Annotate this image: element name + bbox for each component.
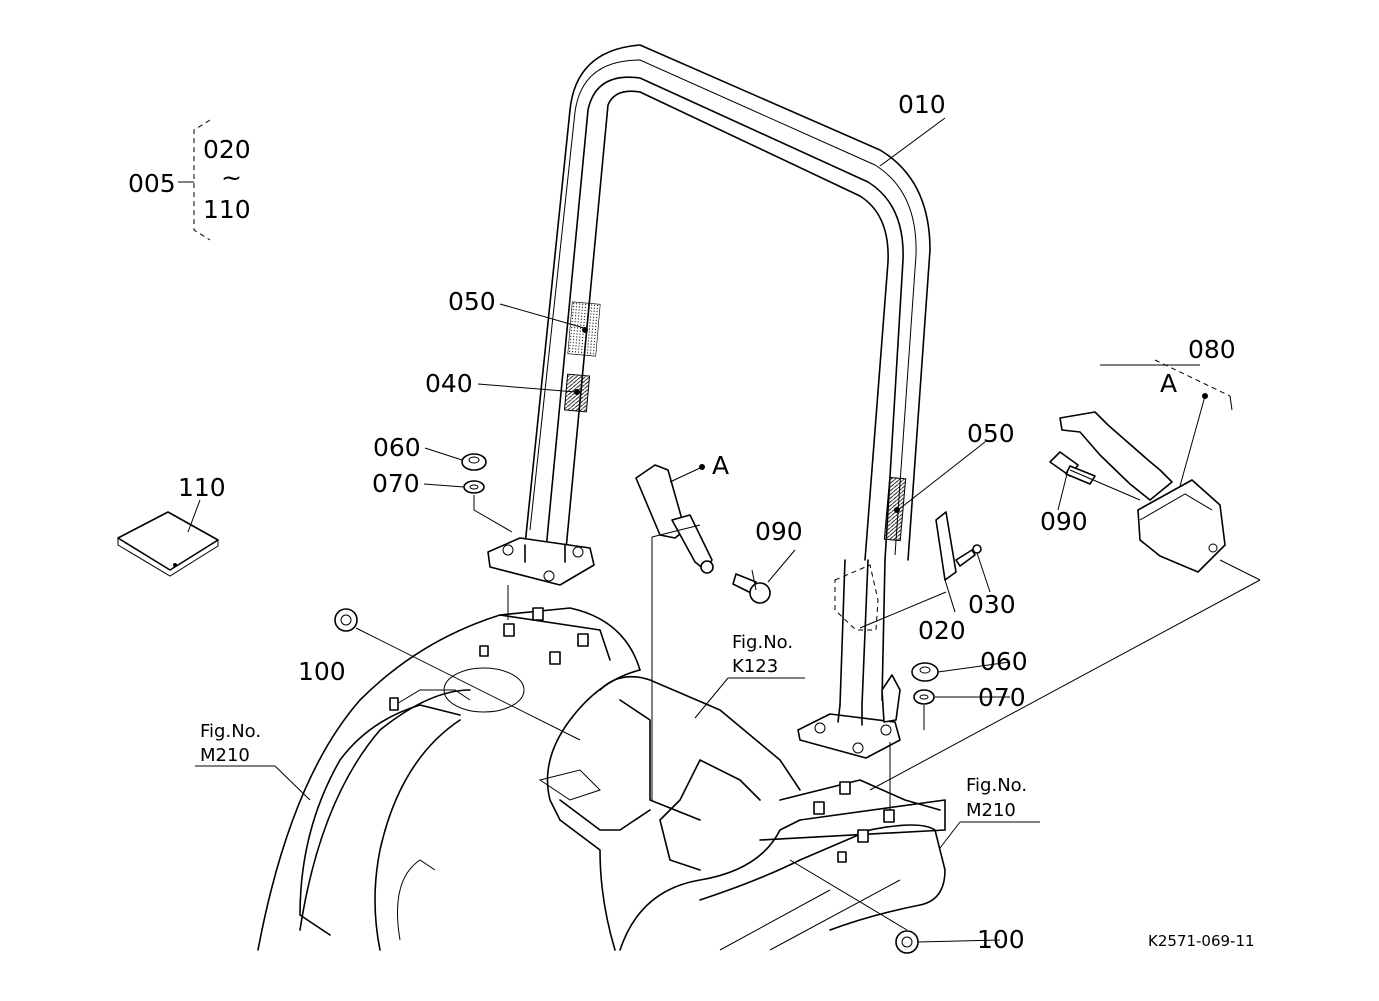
callout-100-left: 100 <box>298 657 346 686</box>
washer-070-right <box>913 689 935 705</box>
callout-070-right: 070 <box>978 683 1026 712</box>
nut-060-left <box>461 453 487 471</box>
callout-050-left: 050 <box>448 287 496 316</box>
callout-080: 080 <box>1188 335 1236 364</box>
leader-lines <box>187 117 1261 943</box>
figure-references: Fig.No. K123 Fig.No. M210 Fig.No. M210 <box>200 632 1027 821</box>
tractor-body-frame <box>257 607 946 951</box>
seat-belt-buckle <box>635 464 714 574</box>
callout-070-left: 070 <box>372 469 420 498</box>
callout-a-left: A <box>712 451 729 480</box>
drawing-code: K2571-069-11 <box>1148 932 1255 950</box>
reference-point-a-left <box>699 464 705 470</box>
callout-110-group: 110 <box>203 195 251 224</box>
plate-020 <box>935 511 957 581</box>
callout-050-right: 050 <box>967 419 1015 448</box>
callout-060-left: 060 <box>373 433 421 462</box>
spacer-100-bottom <box>895 930 919 954</box>
fig-ref-k123-label: Fig.No. <box>732 632 793 653</box>
nut-060-right <box>911 662 939 682</box>
callout-040: 040 <box>425 369 473 398</box>
seat-belt-retractor-080 <box>1059 411 1226 573</box>
fig-ref-m210-left-code: M210 <box>200 745 250 766</box>
callout-labels: 005 020 ~ 110 010 050 040 060 070 110 10… <box>128 90 1236 954</box>
callout-100-bottom: 100 <box>977 925 1025 954</box>
callout-020-group: 020 <box>203 135 251 164</box>
stud-bolts <box>389 607 895 863</box>
fig-ref-m210-right-label: Fig.No. <box>966 775 1027 796</box>
bolt-090-left <box>732 573 771 604</box>
callout-range: ~ <box>221 163 242 192</box>
callout-005: 005 <box>128 169 176 198</box>
callout-020: 020 <box>918 616 966 645</box>
group-bracket-005 <box>178 119 211 241</box>
decal-050-right <box>883 476 907 542</box>
reference-point-a-right <box>1202 393 1208 399</box>
callout-090-right: 090 <box>1040 507 1088 536</box>
callout-090-left: 090 <box>755 517 803 546</box>
manual-booklet-110 <box>117 511 219 577</box>
callout-a-right: A <box>1160 369 1177 398</box>
bolt-090-right <box>1049 451 1096 485</box>
rops-arch-010 <box>487 44 931 759</box>
washer-070-left <box>463 480 485 494</box>
spacer-100-left <box>334 608 358 632</box>
decal-040 <box>563 373 591 413</box>
fig-ref-k123-code: K123 <box>732 656 778 677</box>
callout-010: 010 <box>898 90 946 119</box>
fig-ref-m210-left-label: Fig.No. <box>200 721 261 742</box>
bolt-030 <box>955 544 982 567</box>
callout-110: 110 <box>178 473 226 502</box>
fig-ref-m210-right-code: M210 <box>966 800 1016 821</box>
decal-050-left <box>567 301 601 357</box>
callout-030: 030 <box>968 590 1016 619</box>
callout-060-right: 060 <box>980 647 1028 676</box>
